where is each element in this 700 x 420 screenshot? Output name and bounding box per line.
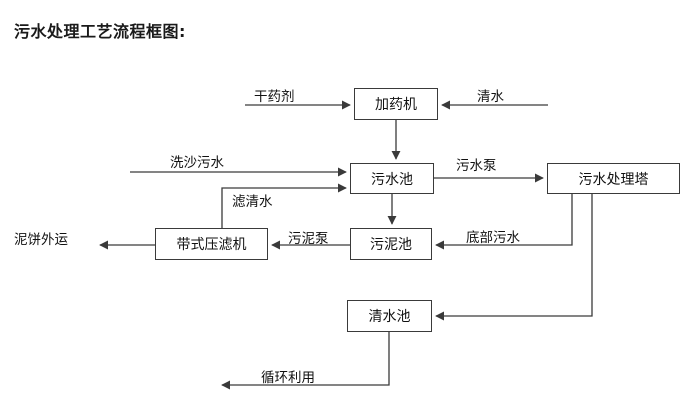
node-belt-filter-press[interactable]: 带式压滤机 xyxy=(155,228,268,260)
node-sludge-pond[interactable]: 污泥池 xyxy=(350,228,432,260)
label-clean-water: 清水 xyxy=(477,89,504,105)
label-sand-wash-sewage: 洗沙污水 xyxy=(170,155,224,171)
label-filtered-clear-water: 滤清水 xyxy=(232,194,273,210)
node-clear-water-pond[interactable]: 清水池 xyxy=(347,300,432,332)
label-sewage-pump: 污水泵 xyxy=(456,158,497,174)
node-dosing-machine-label: 加药机 xyxy=(375,97,417,113)
edge-tower-to-sludge-pond xyxy=(435,194,573,250)
node-dosing-machine[interactable]: 加药机 xyxy=(354,88,438,120)
node-belt-filter-press-label: 带式压滤机 xyxy=(176,237,247,253)
edge-tower-to-clearwater-pond xyxy=(435,194,593,321)
node-sewage-pond[interactable]: 污水池 xyxy=(350,163,434,194)
node-treatment-tower[interactable]: 污水处理塔 xyxy=(547,163,680,194)
label-sludge-pump: 污泥泵 xyxy=(288,231,329,247)
label-bottom-sewage: 底部污水 xyxy=(466,230,520,246)
node-sludge-pond-label: 污泥池 xyxy=(370,237,412,253)
edge-clearwater-to-recycle xyxy=(221,332,390,390)
label-dry-agent: 干药剂 xyxy=(254,89,295,105)
page-title: 污水处理工艺流程框图: xyxy=(14,22,186,41)
label-recycle-use: 循环利用 xyxy=(261,370,315,386)
node-clear-water-pond-label: 清水池 xyxy=(368,309,411,325)
node-treatment-tower-label: 污水处理塔 xyxy=(578,171,649,188)
edge-filterpress-to-sewage-pond xyxy=(221,183,347,228)
node-sewage-pond-label: 污水池 xyxy=(371,171,413,188)
label-mud-cake-transport: 泥饼外运 xyxy=(14,232,68,248)
